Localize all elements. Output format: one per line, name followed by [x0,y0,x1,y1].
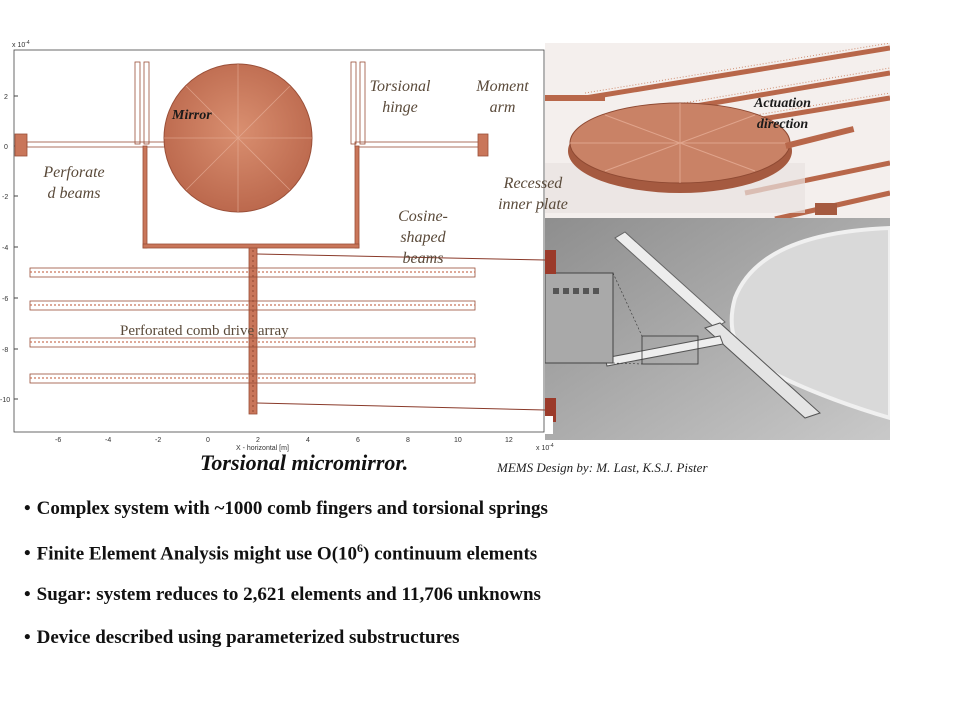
bullet-item: •Device described using parameterized su… [24,627,460,648]
callout-line [256,253,546,261]
x-tick-label: 10 [454,437,462,444]
frame-right-leg [354,145,360,249]
mirror-sector-lines [164,64,312,212]
render-3d [545,43,890,219]
right-top-post-inner [350,61,357,145]
left-top-post [134,61,141,145]
frame-left-leg [142,145,148,249]
figure-title: Torsional micromirror. [200,450,409,475]
x-exponent: x 10-4 [536,443,554,452]
sem-marker-bottom [545,398,556,422]
render-hinge [545,95,605,101]
y-tick-label: -2 [2,194,8,201]
x-tick-label: 8 [406,437,410,444]
bullet-item: •Complex system with ~1000 comb fingers … [24,498,548,519]
label-mirror: Mirror [172,108,212,123]
y-tick-label: -8 [2,347,8,354]
frame-bottom [142,243,360,249]
sem-beam [614,231,726,329]
y-exponent: x 10-4 [12,40,30,49]
sem-scale-white [545,416,553,434]
x-tick-label: -4 [105,437,111,444]
callout-line [256,402,546,411]
figure-credit: MEMS Design by: M. Last, K.S.J. Pister [497,460,708,475]
label-comb-array: Perforated comb drive array [120,323,289,339]
sem-beam-lower [704,322,821,419]
x-tick-label: 6 [356,437,360,444]
render-pad [815,203,837,215]
right-anchor-pad [477,133,489,157]
y-ticks: 2 0 -2 -4 -6 -8 -10 [0,94,18,404]
x-tick-label: 2 [256,437,260,444]
left-anchor-pad [14,133,28,157]
right-top-post [359,61,366,145]
bullet-item: •Finite Element Analysis might use O(106… [24,541,538,565]
sem-image [545,218,890,440]
x-axis-label: X - horizontal [m] [236,445,289,452]
x-tick-label: -6 [55,437,61,444]
x-tick-label: 0 [206,437,210,444]
y-tick-label: 2 [4,94,8,101]
render-fingers [584,43,890,131]
comb-fingers [30,250,475,412]
x-tick-label: 12 [505,437,513,444]
x-ticks: -6 -4 -2 0 2 4 6 8 10 12 [55,437,513,444]
y-tick-label: 0 [4,144,8,151]
x-tick-label: -2 [155,437,161,444]
left-top-post-inner [143,61,150,145]
y-tick-label: -4 [2,245,8,252]
sem-marker-top [545,250,556,274]
sem-zoom-box [641,335,699,365]
sem-inset-holes [553,288,599,294]
render-arm [785,126,855,149]
render-mirror-sectors [570,103,790,183]
y-tick-label: -10 [0,397,10,404]
sem-inset [545,272,614,364]
x-tick-label: 4 [306,437,310,444]
layout-plot: 2 0 -2 -4 -6 -8 -10 x 10-4 -6 -4 -2 0 2 … [0,40,554,452]
y-tick-label: -6 [2,296,8,303]
bullet-item: •Sugar: system reduces to 2,621 elements… [24,584,541,605]
